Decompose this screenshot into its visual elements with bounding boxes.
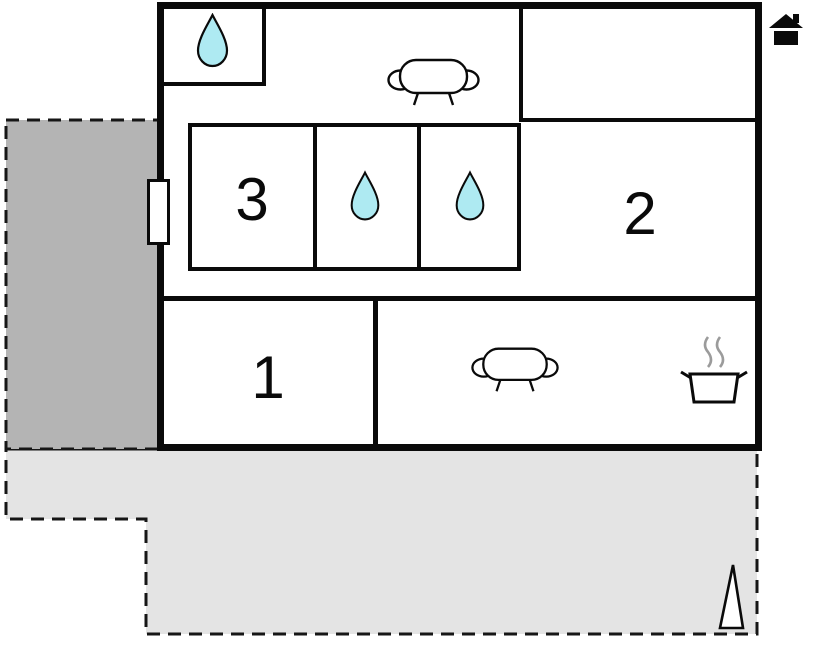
room-3-label: 3 — [235, 166, 269, 233]
wall-shower-divider — [417, 127, 421, 267]
north-arrow-icon — [718, 564, 745, 630]
wall-room1-right — [373, 301, 378, 445]
room-2-label: 2 — [623, 180, 657, 247]
water-drop-icon — [455, 170, 485, 221]
wall-main-horizontal — [164, 296, 755, 301]
wall-room3-divider — [313, 127, 317, 267]
sofa-icon — [471, 347, 559, 392]
terrace-lower — [4, 447, 759, 636]
wall-room2-top — [519, 118, 757, 122]
sofa-icon — [387, 58, 480, 106]
terrace-left — [4, 118, 161, 451]
water-drop-icon — [350, 170, 380, 221]
house-icon — [769, 14, 803, 45]
cooking-pot-icon — [680, 336, 748, 404]
wall-top-right-vertical — [519, 9, 523, 122]
water-drop-icon — [196, 13, 229, 68]
room-1-label: 1 — [251, 344, 285, 411]
entrance-door — [147, 179, 170, 245]
